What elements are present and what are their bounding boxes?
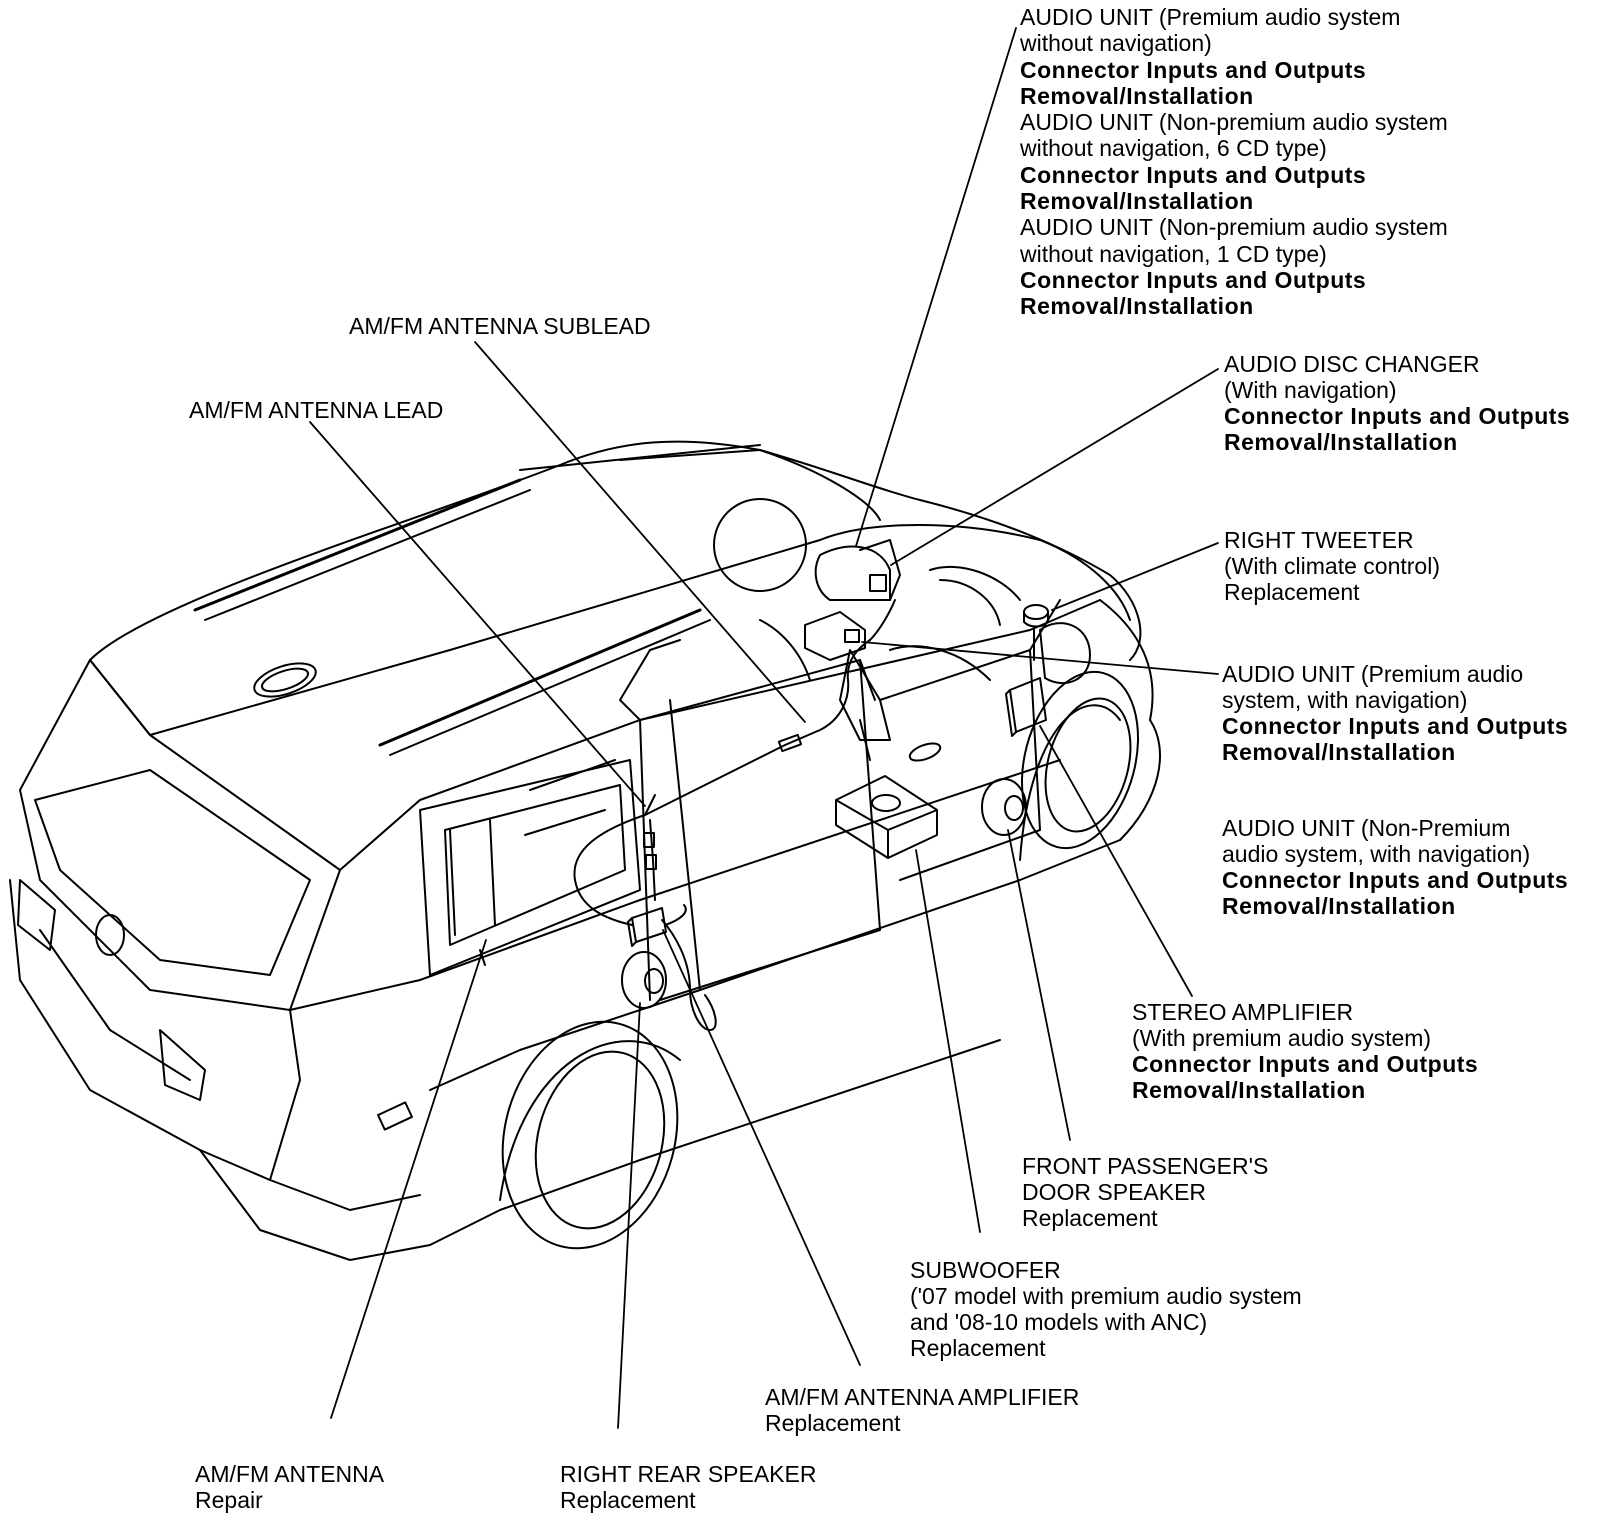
callout-line: Removal/Installation [1020, 293, 1254, 320]
callout-line: audio system, with navigation) [1222, 841, 1531, 867]
callout-line: AUDIO UNIT (Premium audio [1222, 661, 1524, 687]
callout-line: Replacement [560, 1487, 696, 1513]
callout-line: Removal/Installation [1222, 739, 1456, 765]
callout-line: RIGHT REAR SPEAKER [560, 1461, 817, 1487]
callout-line: system, with navigation) [1222, 687, 1468, 713]
callout-line: Connector Inputs and Outputs [1224, 403, 1571, 429]
callout-disc-changer: AUDIO DISC CHANGER(With navigation)Conne… [1224, 351, 1570, 455]
callout-stereo-amplifier: STEREO AMPLIFIER(With premium audio syst… [1132, 999, 1478, 1103]
callout-line: DOOR SPEAKER [1022, 1179, 1207, 1205]
callout-line: (With climate control) [1224, 553, 1440, 579]
right-tweeter [1023, 604, 1049, 661]
callout-line: SUBWOOFER [910, 1257, 1061, 1283]
callout-antenna-lead: AM/FM ANTENNA LEAD [189, 397, 443, 423]
front-door-speaker [981, 778, 1027, 836]
callout-line: Connector Inputs and Outputs [1020, 266, 1367, 293]
antenna-wiring [479, 599, 896, 1031]
leader-lines [309, 27, 1219, 1429]
audio-unit-lower [804, 611, 866, 661]
van-body-outline [9, 440, 1161, 1261]
callout-line: AM/FM ANTENNA AMPLIFIER [765, 1384, 1080, 1410]
callout-line: Connector Inputs and Outputs [1222, 867, 1569, 893]
callout-line: AUDIO UNIT (Non-Premium [1222, 815, 1511, 841]
callout-line: Connector Inputs and Outputs [1132, 1051, 1479, 1077]
callout-line: Removal/Installation [1132, 1077, 1366, 1103]
callout-line: AUDIO UNIT (Non-premium audio system [1020, 109, 1448, 136]
callout-line: ('07 model with premium audio system [910, 1283, 1302, 1309]
callout-line: AM/FM ANTENNA LEAD [189, 397, 444, 423]
callout-line: Replacement [765, 1410, 901, 1436]
right-rear-speaker [621, 951, 667, 1009]
callout-line: Removal/Installation [1222, 893, 1456, 919]
callout-line: Replacement [1022, 1205, 1158, 1231]
callout-line: and '08-10 models with ANC) [910, 1309, 1208, 1335]
callout-right-tweeter: RIGHT TWEETER(With climate control)Repla… [1224, 527, 1440, 605]
callout-line: STEREO AMPLIFIER [1132, 999, 1354, 1025]
callout-antenna-sublead: AM/FM ANTENNA SUBLEAD [349, 313, 651, 339]
callout-line: Removal/Installation [1020, 188, 1254, 215]
callout-line: without navigation, 6 CD type) [1020, 135, 1327, 162]
callout-subwoofer: SUBWOOFER('07 model with premium audio s… [910, 1257, 1302, 1361]
subwoofer-box [835, 775, 938, 859]
callout-line: FRONT PASSENGER'S [1022, 1153, 1269, 1179]
callout-line: Connector Inputs and Outputs [1020, 56, 1367, 83]
callout-line: AUDIO UNIT (Premium audio system [1020, 4, 1401, 30]
stereo-amplifier-box [1005, 677, 1047, 737]
callout-line: Removal/Installation [1020, 82, 1254, 109]
rear-wheel [499, 1020, 681, 1250]
callout-line: Removal/Installation [1224, 429, 1458, 455]
callout-line: AM/FM ANTENNA [195, 1461, 385, 1487]
callout-line: without navigation, 1 CD type) [1020, 240, 1327, 267]
callout-line: (With premium audio system) [1132, 1025, 1432, 1051]
callout-line: RIGHT TWEETER [1224, 527, 1414, 553]
callout-line: AUDIO UNIT (Non-premium audio system [1020, 214, 1448, 241]
callout-line: Connector Inputs and Outputs [1020, 161, 1367, 188]
audio-unit-upper [814, 539, 901, 601]
callout-line: AM/FM ANTENNA SUBLEAD [349, 313, 651, 339]
callout-line: without navigation) [1020, 30, 1212, 57]
antenna-amplifier [627, 907, 667, 947]
callout-line: Repair [195, 1487, 263, 1513]
front-wheel [1019, 670, 1140, 861]
callout-line: Replacement [1224, 579, 1360, 605]
callout-line: (With navigation) [1224, 377, 1397, 403]
callout-line: Connector Inputs and Outputs [1222, 713, 1569, 739]
callout-line: AUDIO DISC CHANGER [1224, 351, 1480, 377]
callout-line: Replacement [910, 1335, 1046, 1361]
